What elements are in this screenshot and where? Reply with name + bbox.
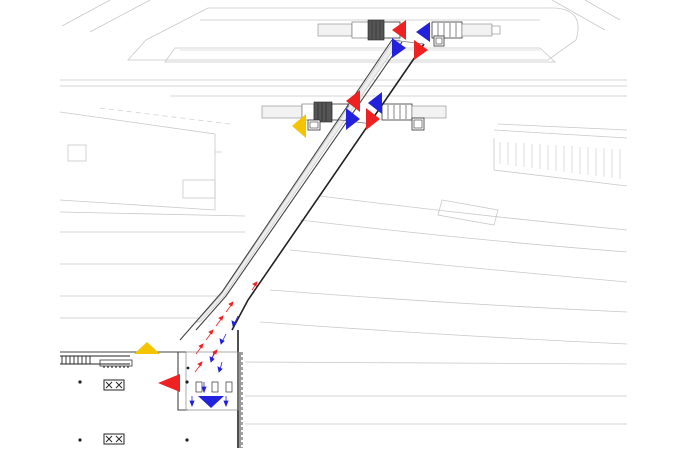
marker-top-red-left <box>392 20 406 40</box>
flow-arrows <box>189 281 258 408</box>
upper-platform-stairs <box>317 19 501 47</box>
middle-platform-stairs <box>261 101 447 131</box>
background-context <box>59 0 628 425</box>
diagonal-walkway <box>179 39 425 341</box>
marker-bottom-red-left <box>158 374 180 392</box>
marker-mid-blue-left <box>368 92 382 114</box>
marker-mid-red-right <box>366 108 380 130</box>
marker-bottom-yellow-up <box>134 342 160 354</box>
marker-top-blue-right <box>392 38 406 58</box>
marker-top-blue-left <box>416 22 430 42</box>
marker-mid-yellow-left <box>292 114 306 138</box>
marker-mid-red-left <box>346 90 360 112</box>
marker-bottom-blue-down <box>198 396 224 408</box>
marker-top-red-right <box>414 40 428 60</box>
marker-mid-blue-right <box>346 108 360 130</box>
lower-junction <box>60 330 243 448</box>
direction-markers <box>134 20 430 408</box>
